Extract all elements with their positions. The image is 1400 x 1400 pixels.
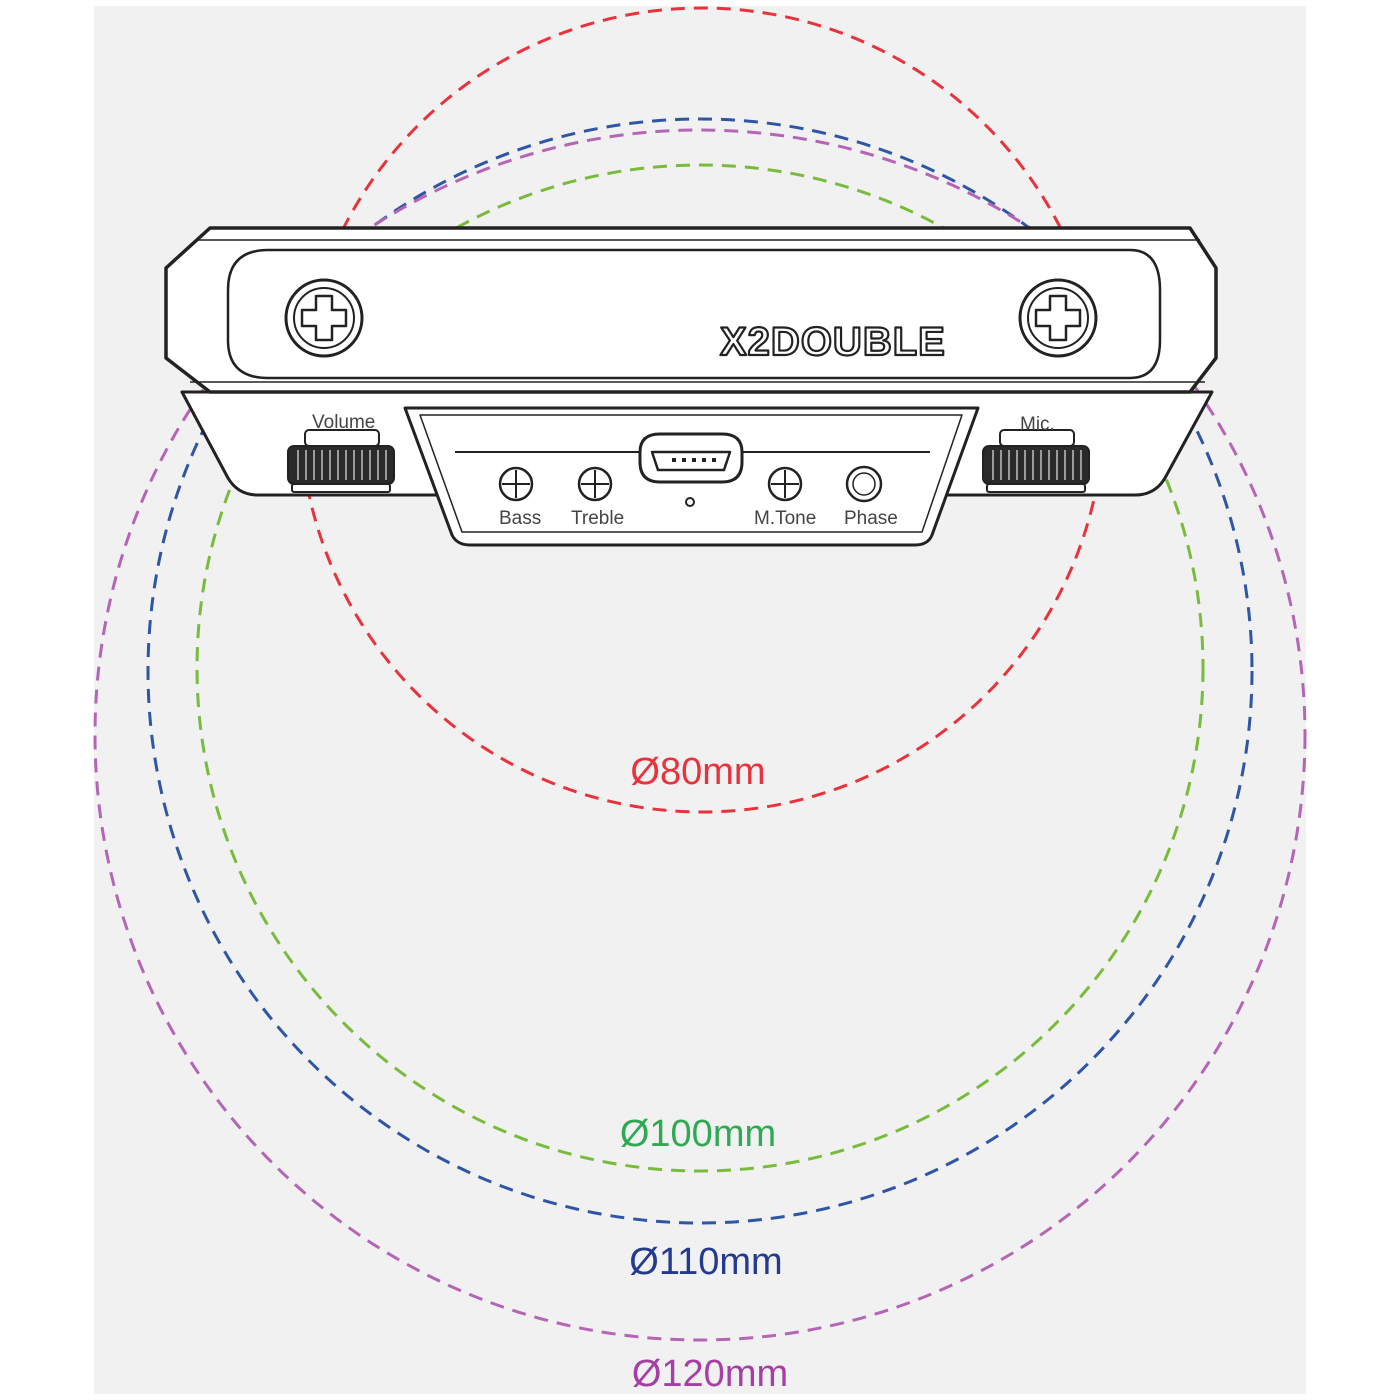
mic-wheel[interactable] (982, 429, 1090, 493)
phase-button[interactable] (845, 465, 883, 503)
bass-trim-knob[interactable] (498, 466, 534, 502)
diameter-label-100mm: Ø100mm (620, 1113, 776, 1155)
bass-label: Bass (499, 508, 541, 529)
volume-wheel[interactable] (287, 429, 395, 493)
status-led-icon (685, 497, 695, 507)
brand-logo: X2DOUBLE (720, 320, 946, 364)
circle-120mm (93, 128, 1307, 1342)
micro-usb-port-icon (638, 432, 744, 484)
diameter-label-120mm: Ø120mm (632, 1353, 788, 1395)
diagram-background (94, 6, 1306, 1394)
control-plate-inner (419, 414, 963, 533)
device-top-bar (164, 226, 1218, 394)
circle-110mm (146, 117, 1254, 1225)
mic-label: Mic. (1020, 414, 1055, 435)
treble-trim-knob[interactable] (577, 466, 613, 502)
mtone-label: M.Tone (754, 508, 816, 529)
volume-label: Volume (312, 412, 375, 433)
left-mounting-screw-icon (284, 278, 364, 358)
right-mounting-screw-icon (1018, 278, 1098, 358)
diameter-label-110mm: Ø110mm (629, 1241, 782, 1283)
treble-label: Treble (571, 508, 624, 529)
phase-label: Phase (844, 508, 898, 529)
pickup-device: X2DOUBLE (164, 226, 1218, 547)
diameter-label-80mm: Ø80mm (630, 751, 765, 793)
mtone-trim-knob[interactable] (767, 466, 803, 502)
top-bar-face (226, 248, 1162, 380)
circle-100mm (195, 163, 1205, 1173)
